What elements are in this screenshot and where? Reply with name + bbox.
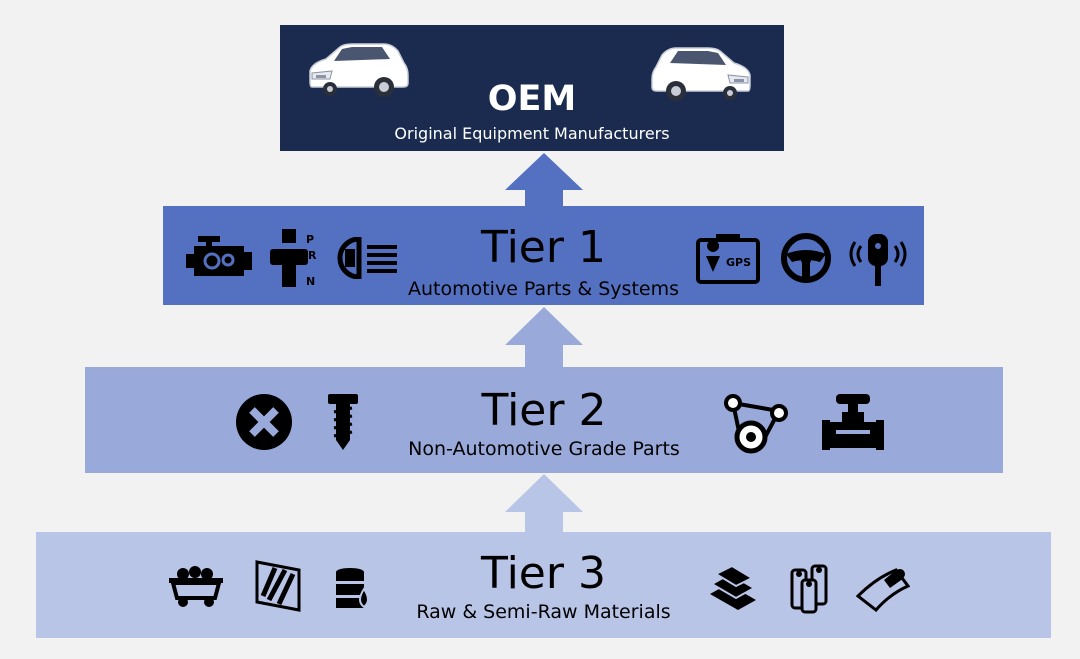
tier1-box: Tier 1 Automotive Parts & Systems P R N — [163, 206, 924, 305]
oem-box: OEM Original Equipment Manufacturers — [280, 25, 784, 151]
shifter-letter-n: N — [306, 275, 315, 287]
tier2-subtitle: Non-Automotive Grade Parts — [408, 438, 680, 460]
gps-icon: GPS — [696, 234, 760, 286]
tier3-subtitle: Raw & Semi-Raw Materials — [416, 601, 671, 623]
tier3-box: Tier 3 Raw & Semi-Raw Materials — [36, 532, 1051, 638]
gear-shifter-icon: P R N — [270, 229, 320, 287]
car-icon — [304, 41, 410, 99]
belt-pulley-icon — [723, 393, 789, 455]
rolls-icon — [790, 564, 830, 614]
gps-label: GPS — [726, 256, 751, 269]
valve-icon — [822, 394, 884, 452]
arrow-tier2-to-tier1 — [505, 307, 583, 369]
car-key-icon — [849, 234, 907, 286]
oil-barrel-icon — [334, 567, 374, 613]
sheet-roll-icon — [856, 566, 910, 612]
tier1-title: Tier 1 — [481, 222, 606, 273]
arrow-tier1-to-oem — [505, 153, 583, 208]
tier1-subtitle: Automotive Parts & Systems — [407, 278, 679, 300]
tier2-box: Tier 2 Non-Automotive Grade Parts — [85, 367, 1003, 473]
screw-head-icon — [235, 393, 293, 451]
headlight-icon — [337, 237, 399, 279]
shifter-letter-r: R — [308, 249, 317, 262]
tier2-title: Tier 2 — [481, 385, 607, 436]
car-icon — [650, 45, 756, 103]
tier3-title: Tier 3 — [481, 548, 606, 599]
oem-title: OEM — [487, 79, 577, 119]
steering-wheel-icon — [780, 232, 832, 284]
shifter-letter-p: P — [306, 233, 314, 246]
coal-cart-icon — [169, 566, 223, 608]
engine-icon — [186, 236, 252, 280]
screw-icon — [328, 394, 358, 450]
metal-bars-icon — [708, 566, 758, 614]
glass-icon — [255, 560, 301, 612]
arrow-tier3-to-tier2 — [505, 474, 583, 534]
oem-subtitle: Original Equipment Manufacturers — [394, 124, 670, 143]
